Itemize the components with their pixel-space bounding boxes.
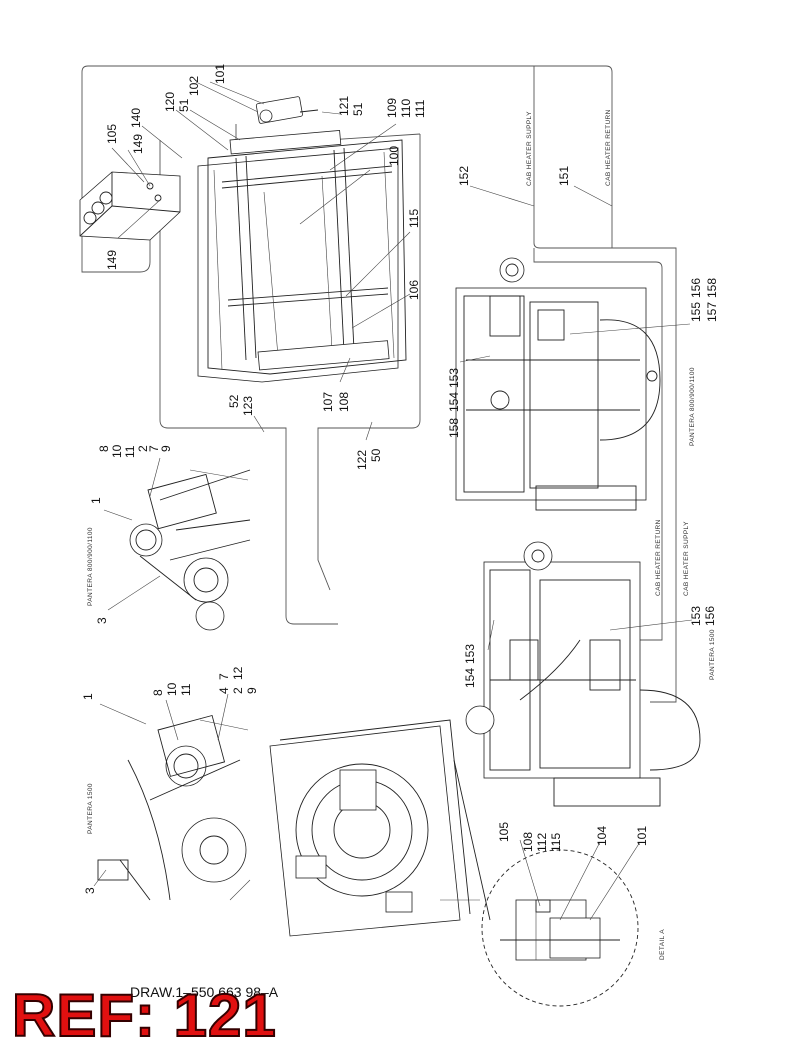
reference-label: REF: 121 (11, 982, 277, 1049)
callout-115: 115 (407, 209, 421, 228)
callout-50: 50 (369, 448, 383, 462)
callout-106: 106 (407, 280, 421, 300)
callout-numbers: 101 102 120 51 140 149 105 149 121 51 10… (81, 64, 719, 894)
callout-7: 7 (147, 445, 161, 452)
callout-9: 9 (159, 445, 173, 452)
callout-149: 149 (105, 250, 119, 270)
drawing-number: DRAW.1–550 663 98–A (130, 984, 279, 1000)
caption-cab-heater-supply-top: CAB HEATER SUPPLY (526, 111, 533, 186)
callout-156: 156 (689, 278, 703, 298)
callout-154: 154 (463, 668, 477, 688)
callout-100: 100 (387, 146, 401, 166)
caption-detail-a: DETAIL A (659, 929, 666, 960)
engine-800-900-1100 (455, 257, 661, 511)
callout-52: 52 (227, 394, 241, 408)
callout-115: 115 (549, 833, 563, 852)
radiator-assembly (197, 129, 407, 383)
caption-pantera-1500-right: PANTERA 1500 (709, 629, 716, 680)
callout-153: 153 (689, 606, 703, 626)
caption-pantera-1500-left: PANTERA 1500 (87, 783, 94, 834)
caption-cab-heater-return-top: CAB HEATER RETURN (605, 109, 612, 186)
callout-2: 2 (136, 445, 150, 452)
callout-120: 120 (163, 92, 177, 112)
callout-8: 8 (97, 445, 111, 452)
caption-pantera-800-left: PANTERA 800/900/1100 (87, 527, 94, 606)
callout-110: 110 (399, 99, 413, 118)
callout-153: 153 (447, 368, 461, 388)
fan-shroud (269, 719, 491, 937)
compressor-1500-inset (97, 714, 251, 901)
compressor-800-inset (129, 469, 251, 631)
cab-heater-unit (79, 171, 181, 241)
callout-105: 105 (105, 124, 119, 144)
callout-11: 11 (179, 683, 193, 696)
callout-123: 123 (241, 396, 255, 416)
callout-7: 7 (217, 673, 231, 680)
callout-2: 2 (231, 687, 245, 694)
callout-111: 111 (413, 99, 427, 118)
callout-153: 153 (463, 644, 477, 664)
callout-121: 121 (337, 96, 351, 116)
callout-3: 3 (83, 887, 97, 894)
heater-hose-routing (81, 65, 677, 703)
callout-104: 104 (595, 826, 609, 846)
callout-8: 8 (151, 689, 165, 696)
callout-4: 4 (217, 687, 231, 694)
callout-149: 149 (131, 134, 145, 154)
caption-pantera-800-top: PANTERA 800/900/1100 (689, 367, 696, 446)
callout-156: 156 (703, 606, 717, 626)
detail-a-view (481, 849, 639, 1007)
callout-12: 12 (231, 666, 245, 680)
callout-105: 105 (497, 822, 511, 842)
callout-107: 107 (321, 392, 335, 412)
callout-108: 108 (337, 392, 351, 412)
leader-lines (93, 81, 693, 921)
callout-10: 10 (165, 682, 179, 696)
callout-151: 151 (557, 166, 571, 186)
heater-valve (255, 96, 319, 124)
callout-140: 140 (129, 108, 143, 128)
callout-108: 108 (521, 832, 535, 852)
callout-51: 51 (351, 102, 365, 116)
callout-154: 154 (447, 392, 461, 412)
engine-1500 (465, 541, 701, 807)
callout-1: 1 (89, 497, 103, 504)
callout-3: 3 (95, 617, 109, 624)
callout-155: 155 (689, 302, 703, 322)
captions: CAB HEATER SUPPLY CAB HEATER RETURN CAB … (87, 109, 716, 960)
caption-cab-heater-return-mid: CAB HEATER RETURN (655, 519, 662, 596)
caption-cab-heater-supply-mid: CAB HEATER SUPPLY (683, 521, 690, 596)
callout-102: 102 (187, 76, 201, 96)
callout-112: 112 (535, 833, 549, 852)
callout-51: 51 (177, 98, 191, 112)
callout-158: 158 (447, 418, 461, 438)
callout-109: 109 (385, 98, 399, 118)
callout-152: 152 (457, 166, 471, 186)
callout-158: 158 (705, 278, 719, 298)
callout-1: 1 (81, 693, 95, 700)
callout-10: 10 (110, 444, 124, 458)
callout-101: 101 (213, 64, 227, 84)
callout-9: 9 (245, 687, 259, 694)
callout-122: 122 (355, 450, 369, 470)
callout-11: 11 (123, 445, 137, 458)
callout-101: 101 (635, 826, 649, 846)
callout-157: 157 (705, 302, 719, 322)
